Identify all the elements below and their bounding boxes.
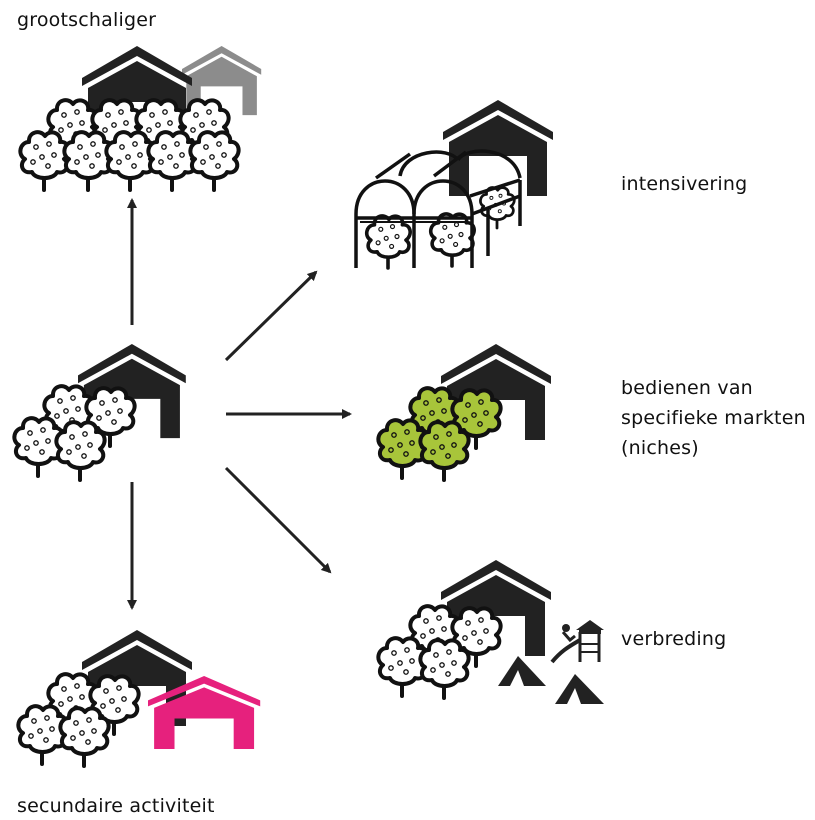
label-secondary-activity: secundaire activiteit — [17, 795, 215, 817]
tunnel-greenhouse-icon — [354, 149, 522, 268]
orchard-icon — [376, 604, 503, 700]
arrow-lower-right — [224, 466, 332, 574]
niche-markets-group — [376, 344, 551, 482]
label-niche-line2: specifieke markten — [621, 407, 806, 429]
orchard-large-icon — [18, 98, 241, 192]
label-niche-line1: bedienen van — [621, 377, 753, 399]
niche-orchard-icon — [376, 386, 503, 482]
tent-icon — [498, 656, 604, 704]
arrow-upper-right — [224, 270, 318, 362]
label-broadening: verbreding — [621, 628, 727, 650]
label-niche-line3: (niches) — [621, 437, 699, 459]
arrows — [127, 198, 352, 610]
label-large-scale: grootschaliger — [17, 9, 157, 31]
playground-slide-icon — [550, 620, 604, 664]
orchard-icon — [12, 384, 137, 482]
barn-secondary-icon — [148, 676, 261, 749]
barn-icon — [443, 100, 553, 196]
orchard-icon — [16, 672, 141, 768]
intensification-group — [354, 100, 553, 270]
large-scale-group — [18, 46, 262, 192]
broadening-group — [376, 560, 604, 704]
current-farm-group — [12, 344, 186, 482]
label-intensification: intensivering — [621, 173, 748, 195]
secondary-activity-group — [16, 630, 261, 768]
orchard-icon — [364, 186, 516, 270]
